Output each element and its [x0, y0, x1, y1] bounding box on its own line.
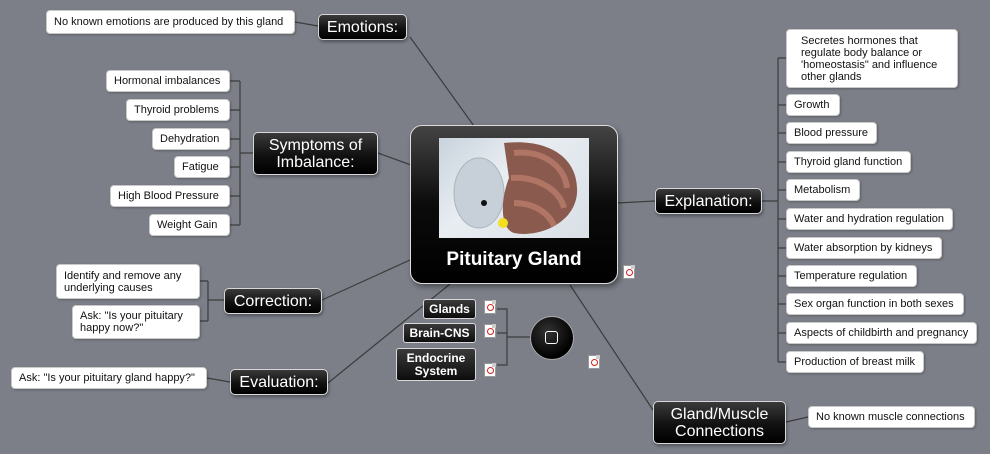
topic-evaluation[interactable]: Evaluation:	[230, 369, 328, 395]
pdf-icon[interactable]	[484, 363, 496, 377]
leaf-explanation-summary[interactable]: Secretes hormones that regulate body bal…	[786, 29, 958, 88]
central-topic[interactable]: Pituitary Gland	[410, 125, 618, 284]
square-button-icon[interactable]	[530, 316, 574, 360]
leaf-symptom-thyroid-problems[interactable]: Thyroid problems	[126, 99, 230, 121]
pdf-icon[interactable]	[484, 324, 496, 338]
topic-emotions[interactable]: Emotions:	[318, 14, 407, 40]
leaf-gland-muscle-0[interactable]: No known muscle connections	[808, 406, 975, 428]
topic-symptoms-of-imbalance[interactable]: Symptoms of Imbalance:	[253, 132, 378, 175]
pdf-icon[interactable]	[588, 355, 600, 369]
leaf-explanation-metabolism[interactable]: Metabolism	[786, 179, 860, 201]
link-brain-cns[interactable]: Brain-CNS	[403, 323, 476, 343]
link-endocrine-system[interactable]: Endocrine System	[396, 348, 476, 381]
topic-explanation[interactable]: Explanation:	[655, 188, 762, 214]
leaf-explanation-water-kidneys[interactable]: Water absorption by kidneys	[786, 237, 942, 259]
pituitary-anatomy-image	[439, 138, 589, 238]
leaf-symptom-dehydration[interactable]: Dehydration	[152, 128, 230, 150]
central-topic-title: Pituitary Gland	[446, 249, 582, 270]
topic-gland-muscle-connections[interactable]: Gland/Muscle Connections	[653, 401, 786, 444]
link-glands[interactable]: Glands	[423, 299, 476, 319]
topic-correction[interactable]: Correction:	[224, 288, 322, 314]
leaf-symptom-high-blood-pressure[interactable]: High Blood Pressure	[110, 185, 230, 207]
leaf-emotions-0[interactable]: No known emotions are produced by this g…	[46, 10, 295, 34]
leaf-explanation-thyroid[interactable]: Thyroid gland function	[786, 151, 911, 173]
leaf-explanation-breast-milk[interactable]: Production of breast milk	[786, 351, 924, 373]
leaf-symptom-hormonal-imbalances[interactable]: Hormonal imbalances	[106, 70, 230, 92]
leaf-correction-0[interactable]: Identify and remove any underlying cause…	[56, 264, 200, 299]
pdf-icon[interactable]	[623, 265, 635, 279]
leaf-symptom-fatigue[interactable]: Fatigue	[174, 156, 230, 178]
pdf-icon[interactable]	[484, 300, 496, 314]
leaf-explanation-water-hydration[interactable]: Water and hydration regulation	[786, 208, 953, 230]
leaf-explanation-sex-organ[interactable]: Sex organ function in both sexes	[786, 293, 964, 315]
leaf-explanation-blood-pressure[interactable]: Blood pressure	[786, 122, 877, 144]
leaf-explanation-temperature[interactable]: Temperature regulation	[786, 265, 917, 287]
leaf-explanation-childbirth[interactable]: Aspects of childbirth and pregnancy	[786, 322, 977, 344]
leaf-explanation-growth[interactable]: Growth	[786, 94, 840, 116]
leaf-correction-1[interactable]: Ask: "Is your pituitary happy now?"	[72, 305, 200, 339]
leaf-symptom-weight-gain[interactable]: Weight Gain	[149, 214, 230, 236]
leaf-evaluation-0[interactable]: Ask: "Is your pituitary gland happy?"	[11, 367, 207, 389]
